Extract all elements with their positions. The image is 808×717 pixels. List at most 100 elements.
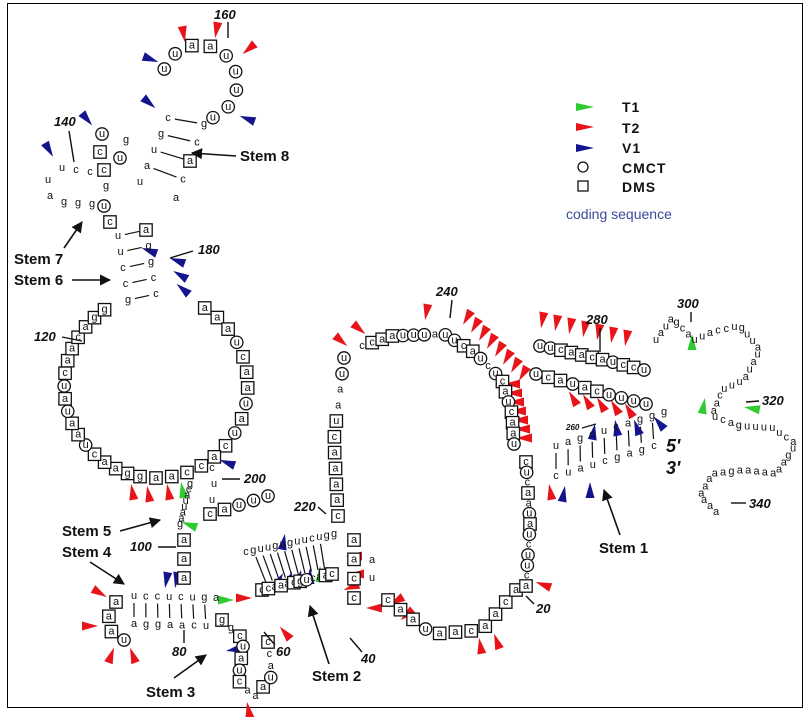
nucleotide: g [661, 406, 667, 418]
nucleotide: u [302, 534, 308, 546]
cmct-circle-marker [227, 426, 242, 440]
nucleotide-letter: c [509, 406, 515, 418]
dms-square-marker [553, 373, 568, 388]
nucleotide-letter: g [61, 196, 67, 208]
nucleotide-letter: a [211, 451, 218, 463]
nucleotide: a [577, 380, 592, 395]
nucleotide: c [209, 462, 215, 474]
nucleotide: g [739, 322, 745, 334]
t2-cleavage-mark [569, 391, 581, 408]
nucleotide-letter: a [69, 343, 76, 355]
nucleotide-letter: g [143, 618, 149, 630]
five-prime-end-label: 5' [666, 436, 681, 456]
t2-cleavage-mark [611, 400, 623, 417]
nucleotide-letter: g [145, 240, 151, 252]
nucleotide-letter: c [589, 351, 595, 363]
nucleotide: g [155, 619, 161, 631]
dms-square-marker [104, 624, 119, 639]
position-label-80: 80 [172, 644, 187, 659]
nucleotide: u [335, 366, 349, 381]
nucleotide-letter: c [266, 583, 272, 595]
nucleotide-letter: g [250, 545, 256, 557]
nucleotide-letter: g [137, 471, 143, 483]
nucleotide-letter: u [223, 50, 229, 62]
dms-square-marker [65, 416, 79, 431]
cmct-circle-marker [97, 199, 111, 213]
nucleotide: u [519, 465, 534, 480]
nucleotide-letter: a [625, 417, 632, 429]
nucleotide-letter: c [715, 325, 721, 337]
nucleotide: g [120, 466, 135, 481]
nucleotide-letter: g [637, 414, 643, 426]
nucleotide-letter: u [744, 329, 750, 341]
nucleotide: u [299, 572, 314, 587]
nucleotide-letter: u [137, 176, 143, 188]
t2-cleavage-mark [165, 483, 175, 501]
nucleotide: a [713, 506, 720, 518]
nucleotide: g [158, 128, 164, 140]
stem-5-arrow [119, 517, 162, 532]
nucleotide: a [239, 365, 254, 380]
t1-cleavage-mark [687, 334, 697, 350]
t2-cleavage-mark [487, 332, 499, 349]
stem-4-label: Stem 4 [62, 544, 112, 561]
cmct-circle-marker [335, 366, 349, 381]
dms-square-marker [328, 461, 343, 476]
t1-cleavage-mark [697, 397, 707, 415]
nucleotide-letter: g [228, 622, 234, 634]
nucleotide: u [229, 83, 244, 97]
position-label-20: 20 [535, 601, 551, 616]
base-pair-bond [615, 434, 618, 451]
v1-cleavage-mark [239, 116, 257, 126]
nucleotide-letter: u [477, 353, 483, 365]
nucleotide: c [218, 438, 233, 453]
dms-square-marker [521, 486, 535, 500]
nucleotide-letter: c [524, 570, 530, 582]
nucleotide: a [770, 468, 777, 480]
legend-t1-arrowhead-icon [576, 103, 594, 111]
nucleotide-letter: u [303, 574, 309, 586]
nucleotide: a [335, 399, 342, 411]
t2-cleavage-mark [567, 317, 577, 335]
nucleotide-letter: c [123, 278, 129, 290]
nucleotide: u [790, 442, 796, 454]
cmct-circle-marker [117, 633, 131, 647]
stem-1-arrow [602, 488, 621, 536]
nucleotide-letter: c [151, 272, 157, 284]
nucleotide-letter: u [203, 620, 209, 632]
nucleotide: u [265, 542, 271, 554]
nucleotide: a [244, 685, 251, 697]
nucleotide-letter: c [369, 337, 375, 349]
nucleotide-letter: u [533, 368, 539, 380]
nucleotide-letter: u [511, 438, 517, 450]
nucleotide: u [115, 230, 121, 242]
nucleotide-letter: u [225, 101, 231, 113]
leader-line [449, 299, 453, 319]
nucleotide: a [698, 488, 705, 500]
nucleotide-letter: a [713, 506, 720, 518]
nucleotide: g [123, 134, 129, 146]
nucleotide-letter: c [621, 359, 627, 371]
nucleotide: g [250, 545, 256, 557]
dms-square-marker [406, 612, 420, 627]
nucleotide-letter: a [245, 382, 252, 394]
nucleotide: u [529, 367, 543, 381]
nucleotide: c [347, 571, 361, 586]
nucleotide-letter: u [524, 466, 530, 478]
nucleotide-letter: c [558, 344, 564, 356]
nucleotide-letter: g [661, 406, 667, 418]
nucleotide-letter: g [287, 537, 293, 549]
dms-square-marker [432, 626, 447, 641]
nucleotide-letter: a [180, 507, 187, 519]
nucleotide: u [261, 489, 275, 503]
nucleotide-letter: a [369, 554, 376, 566]
nucleotide-letter: a [527, 518, 534, 530]
nucleotide-letter: u [769, 422, 775, 434]
nucleotide-letter: a [335, 399, 342, 411]
position-label-320: 320 [762, 393, 784, 408]
nucleotide: c [485, 360, 491, 372]
dms-square-marker [329, 477, 344, 492]
legend-t2-label: T2 [622, 120, 640, 136]
nucleotide-letter: a [238, 652, 245, 664]
